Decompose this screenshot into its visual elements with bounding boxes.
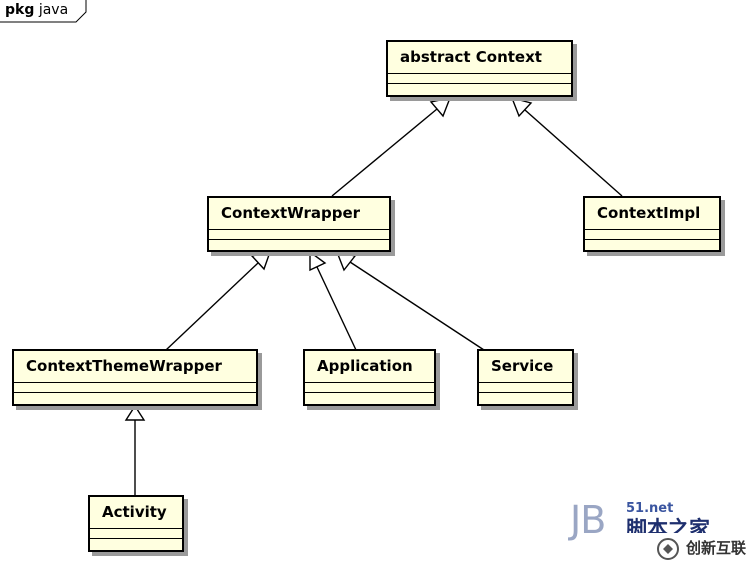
watermark-site-cn: 脚本之家: [626, 517, 710, 533]
class-contextwrapper-operations: [209, 240, 389, 249]
class-context-name: abstract Context: [388, 42, 571, 74]
class-contextthemewrapper: ContextThemeWrapper: [12, 349, 258, 406]
class-activity-attributes: [90, 529, 182, 539]
edge-service-contextwrapper: [349, 261, 485, 351]
class-application: Application: [303, 349, 436, 406]
class-contextimpl-name: ContextImpl: [585, 198, 719, 230]
class-contextthemewrapper-name: ContextThemeWrapper: [14, 351, 256, 383]
edge-contextthemewrapper-contextwrapper: [165, 262, 259, 351]
class-service-operations: [479, 393, 572, 402]
class-service-name: Service: [479, 351, 572, 383]
arrowhead-service-contextwrapper: [335, 251, 357, 272]
class-context-attributes: [388, 74, 571, 84]
class-activity-operations: [90, 539, 182, 548]
class-contextwrapper-name: ContextWrapper: [209, 198, 389, 230]
edge-application-contextwrapper: [316, 266, 357, 351]
edge-contextimpl-context: [524, 109, 623, 197]
package-name: java: [38, 2, 69, 18]
class-activity: Activity: [88, 495, 184, 552]
package-tab: pkg java: [0, 0, 87, 23]
watermark-site: 51.net: [626, 501, 674, 516]
arrowhead-activity-contextthemewrapper: [124, 404, 146, 421]
class-activity-name: Activity: [90, 497, 182, 529]
package-tab-outline: [0, 0, 87, 23]
watermark-brand: 创新互联: [686, 539, 747, 557]
class-application-name: Application: [305, 351, 434, 383]
class-context-operations: [388, 84, 571, 93]
class-contextimpl-attributes: [585, 230, 719, 240]
class-application-operations: [305, 393, 434, 402]
class-contextimpl: ContextImpl: [583, 196, 721, 252]
arrowhead-contextthemewrapper-contextwrapper: [250, 251, 272, 271]
arrowhead-application-contextwrapper: [309, 250, 327, 272]
class-contextwrapper-attributes: [209, 230, 389, 240]
class-application-attributes: [305, 383, 434, 393]
edge-contextwrapper-context: [331, 108, 438, 197]
class-contextthemewrapper-attributes: [14, 383, 256, 393]
watermark-jb-logo: JB: [570, 498, 606, 542]
package-keyword: pkg: [5, 2, 35, 18]
watermark-brand-logo-icon: [657, 538, 679, 560]
package-label: pkg java: [5, 2, 68, 18]
class-context: abstract Context: [386, 40, 573, 97]
class-contextwrapper: ContextWrapper: [207, 196, 391, 252]
arrowhead-contextwrapper-context: [429, 97, 452, 118]
arrowhead-contextimpl-context: [510, 96, 533, 118]
class-service: Service: [477, 349, 574, 406]
class-contextimpl-operations: [585, 240, 719, 249]
class-contextthemewrapper-operations: [14, 393, 256, 402]
class-service-attributes: [479, 383, 572, 393]
